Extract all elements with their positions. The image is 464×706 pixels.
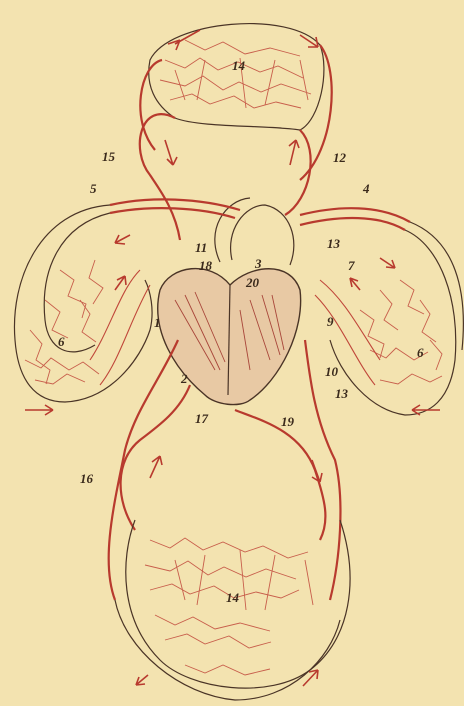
vessel-10: [305, 340, 340, 600]
label-19: 19: [281, 414, 295, 429]
vessel-4: [300, 208, 410, 222]
label-1: 1: [154, 315, 161, 330]
label-5: 5: [90, 181, 97, 196]
vessel-19: [235, 410, 325, 540]
label-13-upper: 13: [327, 236, 341, 251]
top-arrows: [165, 30, 318, 165]
heart: [158, 198, 301, 405]
label-15: 15: [102, 149, 116, 164]
label-14-top: 14: [232, 58, 246, 73]
label-17: 17: [195, 411, 209, 426]
label-10: 10: [325, 364, 339, 379]
label-7: 7: [348, 258, 355, 273]
vessel-4b: [300, 218, 405, 230]
label-4: 4: [362, 181, 370, 196]
vessel-17: [121, 385, 190, 530]
vessel-12-outer: [300, 45, 332, 180]
label-14-bottom: 14: [226, 590, 240, 605]
label-12: 12: [333, 150, 347, 165]
label-13-lower: 13: [335, 386, 349, 401]
bottom-arrows: [136, 456, 322, 686]
label-9: 9: [327, 314, 334, 329]
vessel-16: [109, 340, 178, 600]
top-capillary-bed: [149, 24, 324, 130]
label-11: 11: [195, 240, 207, 255]
label-18: 18: [199, 258, 213, 273]
label-16: 16: [80, 471, 94, 486]
label-6-left: 6: [58, 334, 65, 349]
label-2: 2: [180, 371, 188, 386]
label-20: 20: [245, 275, 260, 290]
vessel-15-outer: [140, 60, 162, 150]
left-capillary-bed: [14, 205, 152, 402]
label-3: 3: [254, 256, 262, 271]
label-6-right: 6: [417, 345, 424, 360]
